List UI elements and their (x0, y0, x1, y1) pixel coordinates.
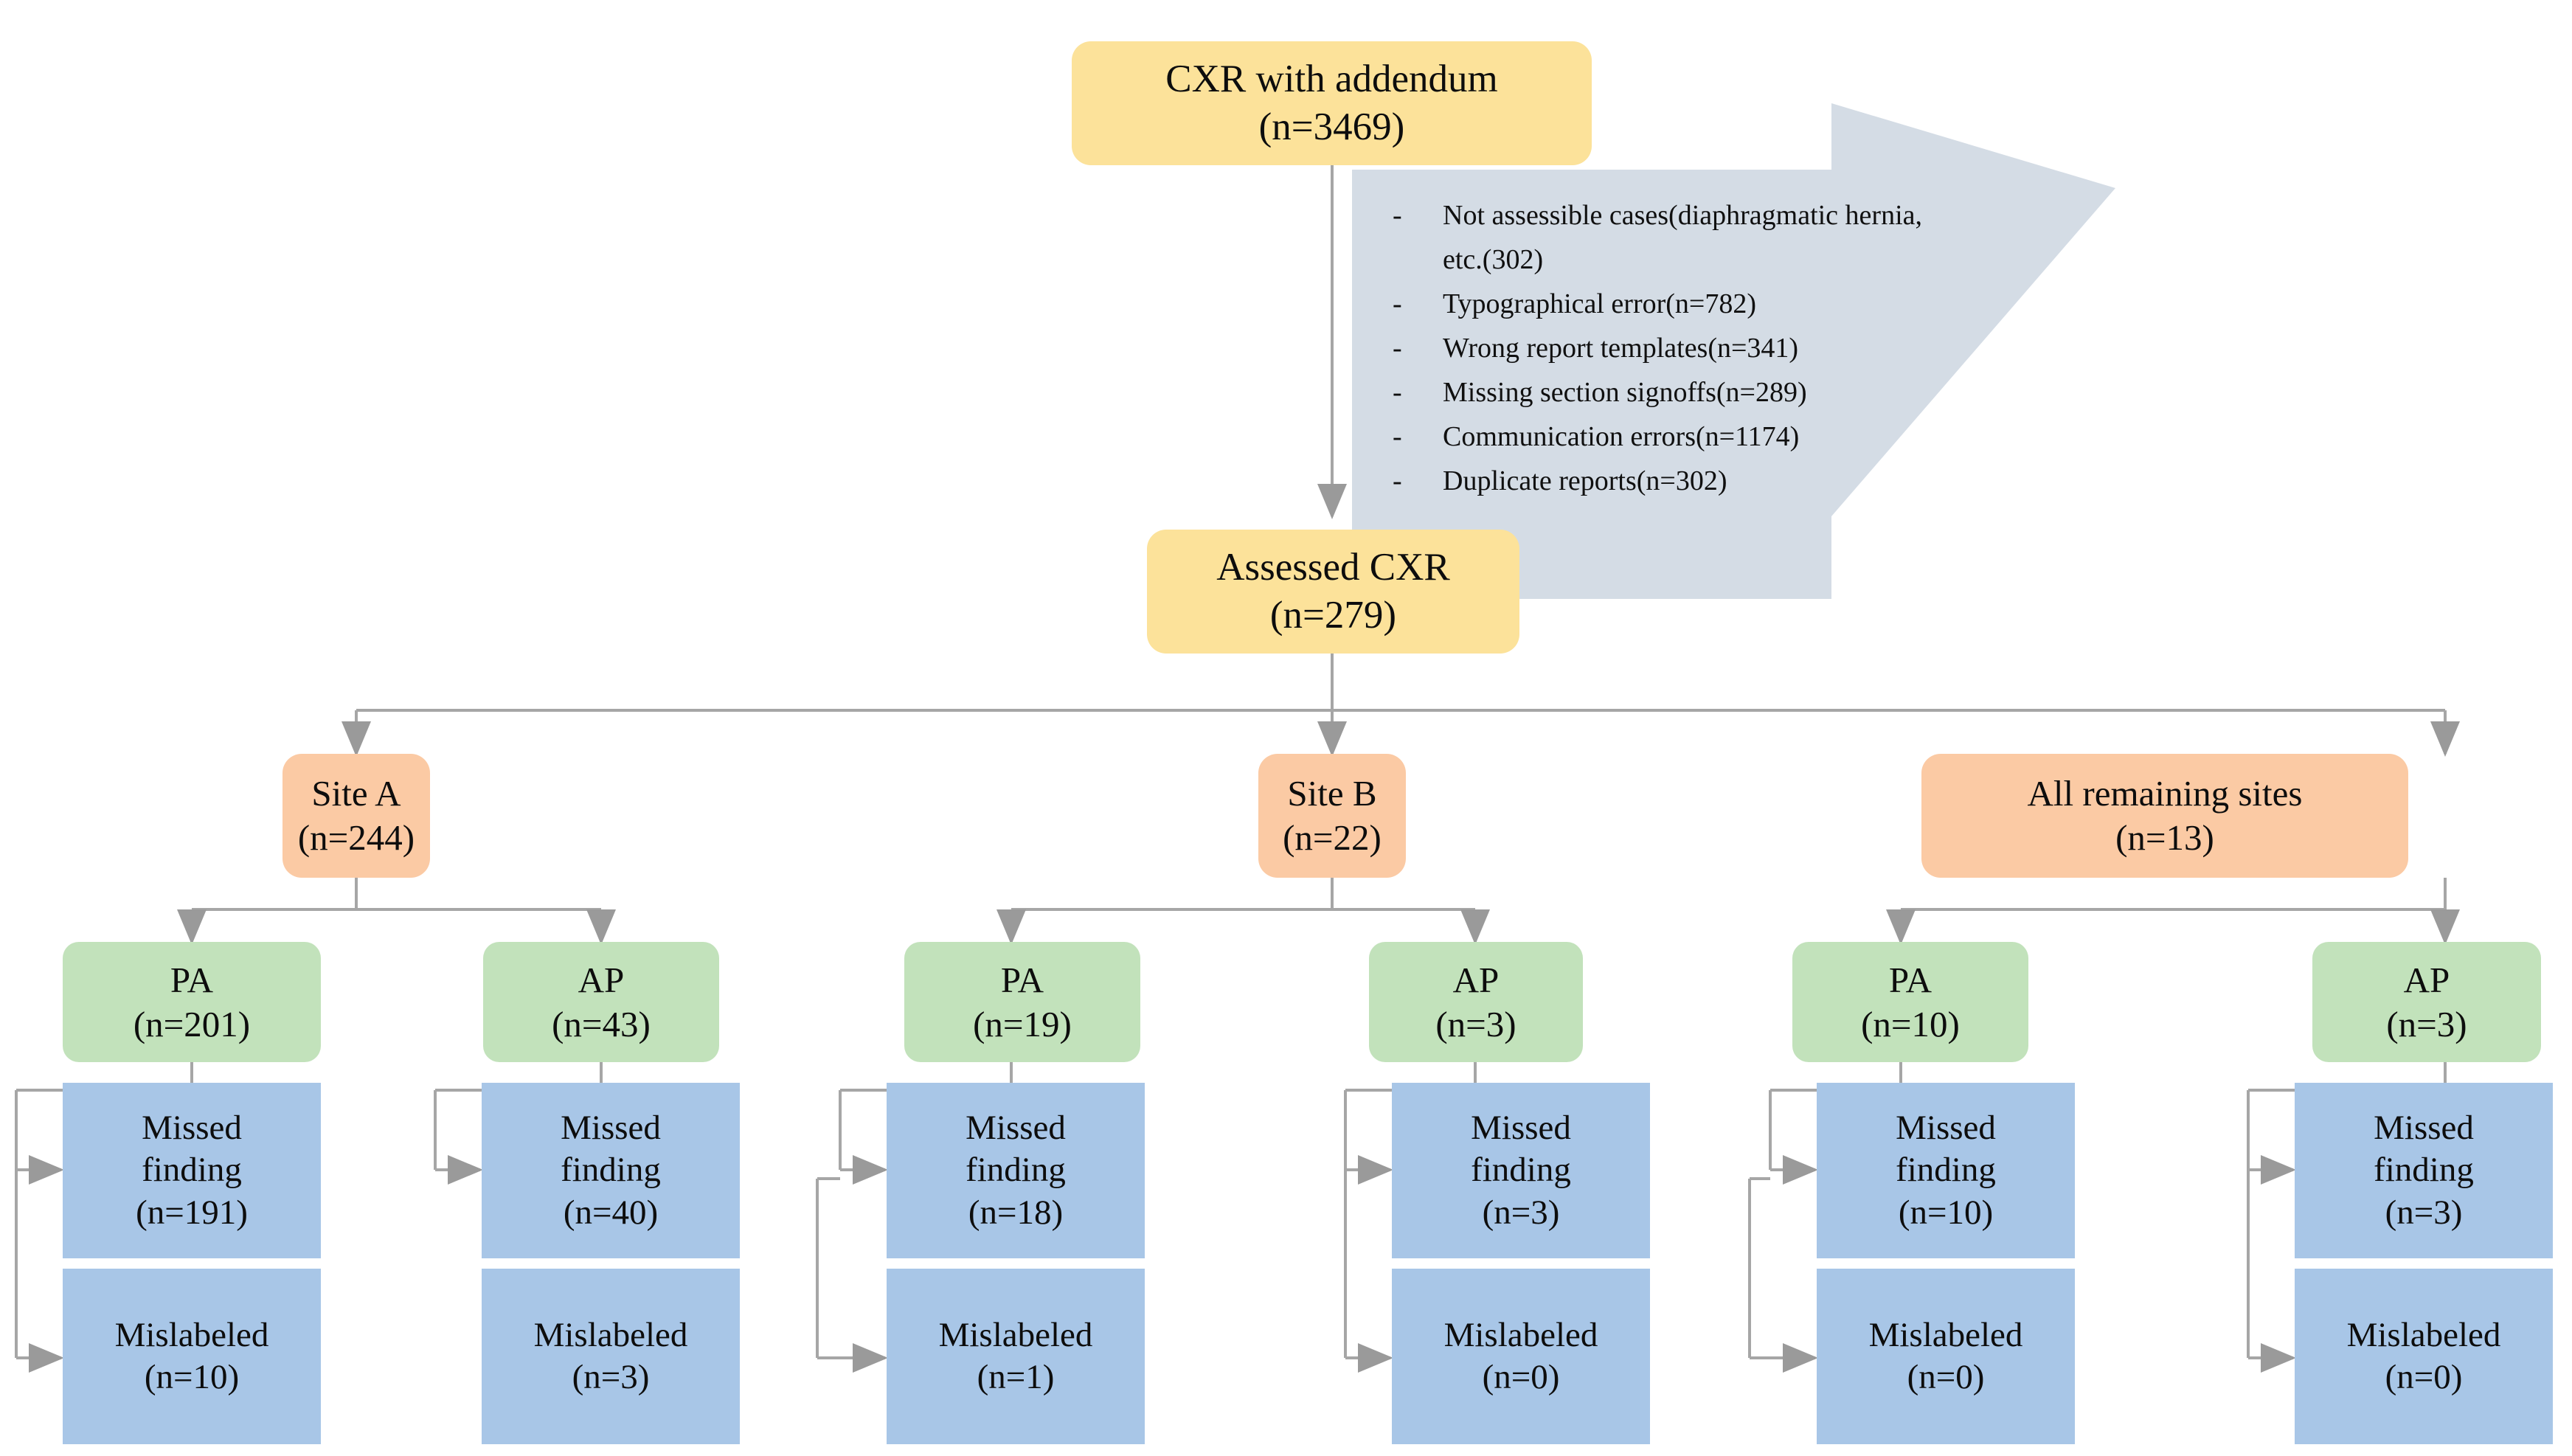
node-remaining-pa-missed-finding[interactable]: Missed finding (n=10) (1817, 1083, 2075, 1258)
exclusion-item: Wrong report templates(n=341) (1387, 326, 1947, 370)
node-site-a[interactable]: Site A (n=244) (282, 754, 430, 878)
node-label: PA (1000, 959, 1044, 1000)
node-label: Mislabeled (533, 1315, 688, 1354)
node-count: (n=43) (552, 1003, 651, 1044)
node-site-a-ap-mislabeled[interactable]: Mislabeled (n=3) (482, 1269, 740, 1444)
node-label: PA (170, 959, 214, 1000)
node-site-a-pa-mislabeled[interactable]: Mislabeled (n=10) (63, 1269, 321, 1444)
node-site-a-pa-missed-finding[interactable]: Missed finding (n=191) (63, 1083, 321, 1258)
node-count: (n=1) (977, 1358, 1055, 1396)
node-label: AP (578, 959, 625, 1000)
node-count: (n=3469) (1258, 105, 1405, 148)
node-site-a-pa[interactable]: PA (n=201) (63, 942, 321, 1062)
node-count: (n=10) (1898, 1193, 1994, 1232)
exclusion-item: Typographical error(n=782) (1387, 282, 1947, 326)
exclusion-item: Missing section signoffs(n=289) (1387, 370, 1947, 415)
node-label: Mislabeled (114, 1315, 269, 1354)
node-count: (n=201) (133, 1003, 251, 1044)
node-count: (n=191) (136, 1193, 248, 1232)
node-label: AP (1452, 959, 1500, 1000)
node-count: (n=244) (297, 817, 415, 858)
node-count: (n=10) (1861, 1003, 1960, 1044)
node-remaining-pa-mislabeled[interactable]: Mislabeled (n=0) (1817, 1269, 2075, 1444)
node-all-remaining-sites[interactable]: All remaining sites (n=13) (1921, 754, 2408, 878)
node-label: Mislabeled (1443, 1315, 1598, 1354)
node-label: AP (2403, 959, 2450, 1000)
node-label: CXR with addendum (1165, 58, 1498, 101)
exclusion-item: Not assessible cases(diaphragmatic herni… (1387, 193, 1947, 282)
node-site-a-ap-missed-finding[interactable]: Missed finding (n=40) (482, 1083, 740, 1258)
node-label: Missed finding (2374, 1109, 2474, 1190)
node-site-b-ap[interactable]: AP (n=3) (1369, 942, 1583, 1062)
node-count: (n=3) (2385, 1193, 2463, 1232)
node-site-b[interactable]: Site B (n=22) (1258, 754, 1406, 878)
node-count: (n=40) (563, 1193, 659, 1232)
node-label: Mislabeled (938, 1315, 1093, 1354)
node-count: (n=10) (144, 1358, 240, 1396)
node-count: (n=3) (1482, 1193, 1560, 1232)
node-count: (n=22) (1283, 817, 1382, 858)
node-cxr-with-addendum[interactable]: CXR with addendum (n=3469) (1072, 41, 1592, 165)
node-assessed-cxr[interactable]: Assessed CXR (n=279) (1147, 530, 1519, 654)
node-remaining-ap-mislabeled[interactable]: Mislabeled (n=0) (2295, 1269, 2553, 1444)
node-count: (n=279) (1269, 594, 1397, 637)
node-count: (n=0) (2385, 1358, 2463, 1396)
node-label: All remaining sites (2027, 773, 2303, 814)
node-site-b-pa-missed-finding[interactable]: Missed finding (n=18) (887, 1083, 1145, 1258)
node-count: (n=3) (572, 1358, 650, 1396)
node-remaining-pa[interactable]: PA (n=10) (1792, 942, 2028, 1062)
node-count: (n=0) (1907, 1358, 1985, 1396)
node-count: (n=19) (973, 1003, 1072, 1044)
node-label: Site B (1287, 773, 1377, 814)
node-label: Mislabeled (2346, 1315, 2501, 1354)
node-count: (n=0) (1482, 1358, 1560, 1396)
node-site-b-ap-mislabeled[interactable]: Mislabeled (n=0) (1392, 1269, 1650, 1444)
node-site-b-ap-missed-finding[interactable]: Missed finding (n=3) (1392, 1083, 1650, 1258)
node-label: Site A (311, 773, 401, 814)
node-label: Missed finding (1896, 1109, 1996, 1190)
node-label: Missed finding (966, 1109, 1066, 1190)
node-remaining-ap-missed-finding[interactable]: Missed finding (n=3) (2295, 1083, 2553, 1258)
node-label: PA (1888, 959, 1933, 1000)
node-label: Mislabeled (1868, 1315, 2023, 1354)
node-site-a-ap[interactable]: AP (n=43) (483, 942, 719, 1062)
exclusion-item: Duplicate reports(n=302) (1387, 459, 1947, 503)
node-remaining-ap[interactable]: AP (n=3) (2312, 942, 2541, 1062)
node-site-b-pa-mislabeled[interactable]: Mislabeled (n=1) (887, 1269, 1145, 1444)
node-count: (n=3) (1435, 1003, 1516, 1044)
node-count: (n=3) (2386, 1003, 2467, 1044)
node-label: Missed finding (142, 1109, 242, 1190)
exclusion-reason-list: Not assessible cases(diaphragmatic herni… (1387, 193, 1947, 503)
node-site-b-pa[interactable]: PA (n=19) (904, 942, 1140, 1062)
node-count: (n=18) (968, 1193, 1064, 1232)
node-label: Missed finding (1471, 1109, 1571, 1190)
node-label: Missed finding (561, 1109, 661, 1190)
node-count: (n=13) (2115, 817, 2214, 858)
exclusion-item: Communication errors(n=1174) (1387, 415, 1947, 459)
node-label: Assessed CXR (1216, 546, 1450, 589)
